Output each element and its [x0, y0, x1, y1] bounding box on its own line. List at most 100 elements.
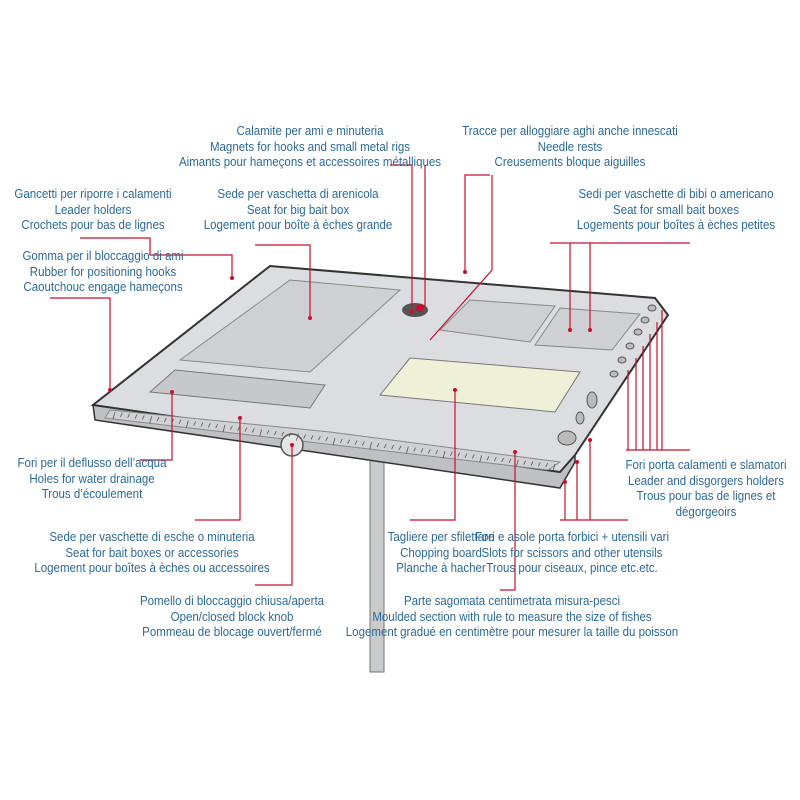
ruler-tick: [391, 444, 395, 450]
label-it: Calamite per ami e minuteria: [236, 124, 384, 138]
label-it: Gancetti per riporre i calamenti: [14, 187, 172, 201]
ruler-tick: [420, 448, 424, 453]
leader-lines: [50, 164, 690, 591]
label-it: Tagliere per sfilettare: [387, 530, 495, 544]
label-it: Parte sagomata centimetrata misura-pesci: [403, 594, 621, 608]
label-fr: Creusements bloque aiguilles: [494, 155, 646, 169]
label-en: Magnets for hooks and small metal rigs: [209, 139, 411, 154]
ruler-tick: [295, 433, 299, 441]
label-ruler: Parte sagomata centimetrata misura-pesci…: [346, 594, 678, 641]
ruler-tick: [266, 430, 270, 435]
ruler-tick: [449, 451, 453, 457]
label-fr: Pommeau de blocage ouvert/fermé: [142, 625, 322, 639]
ruler-tick: [405, 446, 409, 454]
ruler-tick: [185, 420, 189, 428]
label-knob: Pomello di bloccaggio chiusa/aperta Open…: [140, 594, 324, 641]
label-needle-rests: Tracce per alloggiare aghi anche innesca…: [462, 124, 678, 171]
label-it: Gomma per il bloccaggio di ami: [22, 249, 184, 263]
ruler-tick: [339, 438, 343, 444]
label-it: Sede per vaschette di esche o minuteria: [49, 530, 255, 544]
label-fr: Logements pour boîtes à èches petites: [576, 218, 776, 232]
label-fr: Planche à hacher: [396, 561, 486, 575]
label-fr-cont: dégorgeoirs: [675, 504, 737, 519]
label-en: Leader holders: [54, 202, 132, 217]
label-fr: Logement pour boîtes à èches ou accessoi…: [34, 561, 270, 575]
leader-dots: [108, 270, 592, 484]
label-en: Moulded section with rule to measure the…: [372, 609, 652, 624]
magnet-icon: [416, 304, 424, 312]
small-bait-box-seat-1: [438, 299, 556, 343]
label-leader-holders: Gancetti per riporre i calamenti Leader …: [14, 187, 171, 234]
ruler-tick: [171, 418, 175, 424]
label-fr: Trous pour ciseaux, pince etc.etc.: [486, 561, 658, 575]
label-en: Seat for big bait box: [246, 202, 350, 217]
ruler-tick: [486, 456, 490, 461]
ruler-tick: [413, 447, 417, 452]
ruler-tick: [457, 452, 461, 457]
bait-accessory-seat: [148, 369, 326, 409]
magnet-holder: [402, 303, 428, 317]
big-bait-box-seat: [178, 279, 402, 373]
label-it: Fori e asole porta forbici + utensili va…: [475, 530, 669, 544]
ruler-tick: [354, 440, 358, 445]
label-fr: Logement gradué en centimètre pour mesur…: [345, 625, 679, 639]
ruler-tick: [141, 415, 145, 420]
ruler-tick: [552, 463, 556, 472]
ruler-tick: [193, 421, 197, 426]
label-it: Tracce per alloggiare aghi anche innesca…: [462, 124, 678, 138]
ruler-tick: [310, 435, 314, 440]
label-it: Sede per vaschetta di arenicola: [217, 187, 379, 201]
ruler-strip: [104, 409, 562, 471]
ruler-tick: [493, 456, 497, 462]
label-chopping-board: Tagliere per sfilettare Chopping board P…: [388, 530, 495, 577]
label-en: Seat for bait boxes or accessories: [65, 545, 239, 560]
label-fr: Trous pour bas de lignes et: [636, 489, 776, 503]
ruler-tick: [545, 462, 549, 468]
label-it: Fori porta calamenti e slamatori: [625, 458, 787, 472]
label-en: Leader and disgorgers holders: [627, 473, 784, 488]
label-it: Pomello di bloccaggio chiusa/aperta: [139, 594, 325, 608]
ruler-tick: [317, 436, 321, 441]
ruler-tick: [471, 454, 475, 459]
ruler-ticks: [112, 411, 556, 472]
ruler-tick: [376, 443, 380, 448]
ruler-tick: [156, 417, 160, 422]
ruler-tick: [237, 426, 241, 431]
ruler-tick: [325, 436, 329, 442]
label-bait-accessories: Sede per vaschette di esche o minuteria …: [34, 530, 269, 577]
ruler-tick: [200, 422, 204, 427]
ruler-tick: [464, 453, 468, 458]
label-fr: Trous d’écoulement: [41, 487, 143, 501]
ruler-tick: [442, 450, 446, 459]
ruler-tick: [398, 445, 402, 450]
label-magnets: Calamite per ami e minuteria Magnets for…: [179, 124, 441, 171]
label-it: Fori per il deflusso dell’acqua: [17, 456, 167, 470]
ruler-tick: [479, 455, 483, 463]
ruler-tick: [273, 430, 277, 436]
ruler-tick: [303, 434, 307, 439]
label-en: Slots for scissors and other utensils: [481, 545, 663, 560]
ruler-tick: [530, 461, 534, 466]
ruler-tick: [134, 414, 138, 419]
label-fr: Logement pour boîte à èches grande: [203, 218, 393, 232]
label-fr: Crochets pour bas de lignes: [21, 218, 165, 232]
label-en: Needle rests: [537, 139, 603, 154]
label-fr: Aimants pour hameçons et accessoires mét…: [178, 155, 442, 169]
label-en: Open/closed block knob: [170, 609, 294, 624]
ruler-tick: [435, 449, 439, 455]
label-rubber: Gomma per il bloccaggio di ami Rubber fo…: [22, 249, 183, 296]
ruler-tick: [244, 427, 248, 432]
ruler-tick: [427, 449, 431, 454]
small-bait-box-seat-2: [534, 307, 641, 351]
label-it: Sedi per vaschette di bibi o americano: [578, 187, 774, 201]
ruler-tick: [508, 458, 512, 463]
ruler-tick: [222, 424, 226, 433]
ruler-tick: [383, 443, 387, 449]
ruler-tick: [207, 423, 211, 428]
ruler-tick: [259, 429, 263, 437]
label-small-bait-boxes: Sedi per vaschette di bibi o americano S…: [577, 187, 775, 234]
label-scissors: Fori e asole porta forbici + utensili va…: [475, 530, 669, 577]
ruler-tick: [149, 416, 153, 424]
ruler-tick: [523, 460, 527, 465]
